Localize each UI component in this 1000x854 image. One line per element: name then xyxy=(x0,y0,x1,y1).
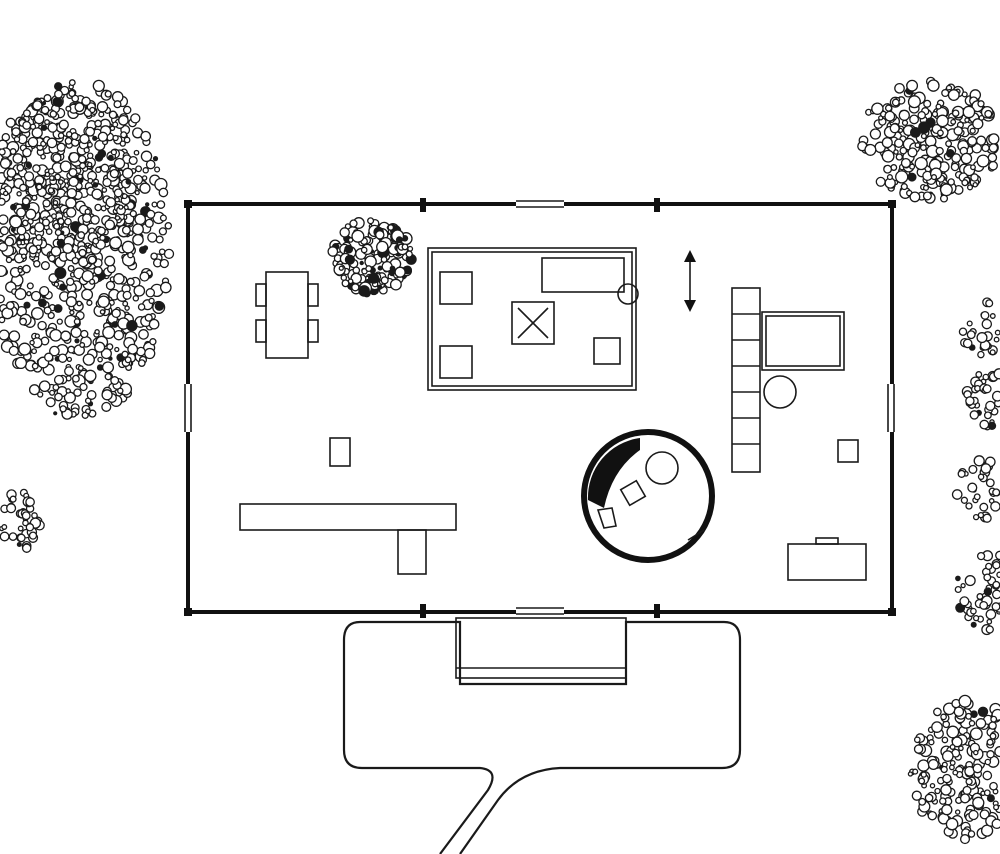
tree-foliage xyxy=(857,76,1000,204)
stool xyxy=(329,437,351,467)
sitting-area-rug xyxy=(427,247,639,391)
tree-foliage xyxy=(907,694,1000,845)
tree-foliage xyxy=(958,297,1000,359)
tree-foliage xyxy=(951,455,1000,523)
bed-block xyxy=(761,311,845,409)
trees xyxy=(0,76,1000,845)
tree-foliage xyxy=(961,368,1000,431)
kitchen-counter xyxy=(239,503,457,575)
driveway-path xyxy=(342,620,742,854)
bathroom-cylinder xyxy=(581,429,715,563)
tree-foliage xyxy=(0,488,45,553)
storage-cabinet-wall xyxy=(731,287,761,473)
tree-foliage xyxy=(0,88,134,272)
stool xyxy=(837,439,859,463)
tree-foliage xyxy=(0,79,175,420)
house-outline xyxy=(184,198,896,618)
cart-box xyxy=(787,537,867,581)
double-arrow-icon xyxy=(684,250,696,312)
entrance-steps xyxy=(455,617,627,679)
tree-foliage xyxy=(954,550,1000,636)
dining-table xyxy=(255,271,319,359)
indoor-plant xyxy=(327,217,417,298)
